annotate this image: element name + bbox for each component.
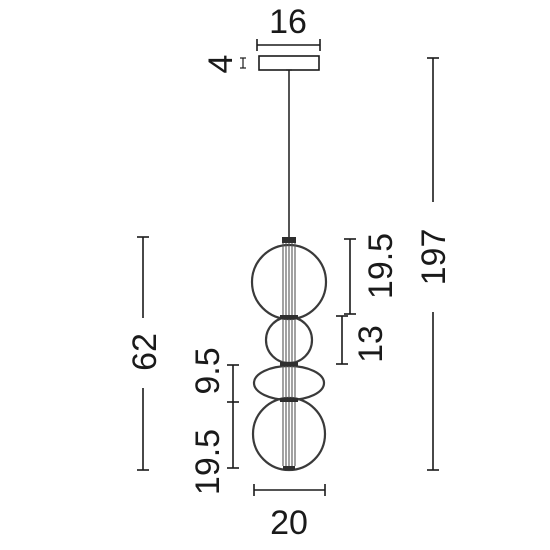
central-rods (282, 243, 296, 466)
connector-ring (280, 315, 298, 319)
top-globe-height-dimension: 19.5 (344, 233, 400, 315)
lamp-width-label: 20 (270, 504, 308, 542)
top-cap (282, 237, 296, 243)
total-height-label: 197 (415, 229, 453, 286)
lamp-body-height-dimension: 62 (126, 236, 164, 471)
canopy-width-label: 16 (269, 3, 307, 41)
connector-ring (280, 398, 298, 402)
total-height-dimension: 197 (415, 57, 453, 471)
second-globe-height-dimension: 13 (336, 315, 390, 365)
lamp-body (250, 237, 328, 472)
lamp-width-dimension: 20 (253, 484, 326, 542)
connector-ring (280, 362, 298, 366)
lamp-body-height-label: 62 (126, 333, 164, 371)
canopy-height-label: 4 (202, 55, 240, 74)
bottom-globe-height-label: 19.5 (189, 429, 227, 495)
bottom-cap (283, 466, 295, 470)
canopy-width-dimension: 16 (256, 3, 321, 51)
ceiling-canopy (258, 55, 320, 71)
second-globe-height-label: 13 (352, 325, 390, 363)
third-globe-height-label: 9.5 (189, 347, 227, 394)
canopy-height-dimension: 4 (202, 55, 246, 74)
top-globe-height-label: 19.5 (362, 233, 400, 299)
lower-globes-dimension: 9.5 19.5 (189, 347, 239, 495)
